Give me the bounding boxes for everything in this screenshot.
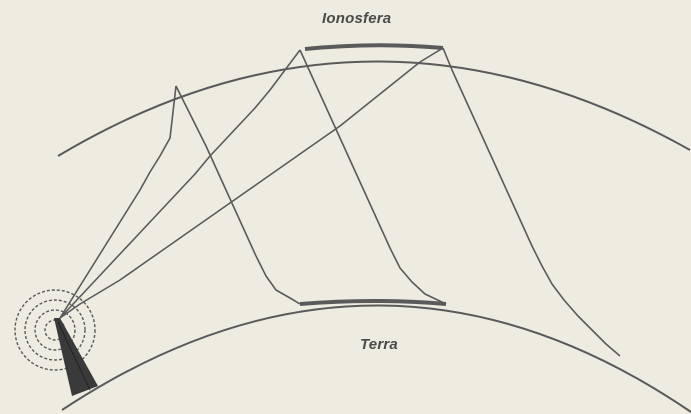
wave-path-1-down	[176, 86, 300, 304]
wave-path-1-up	[60, 86, 176, 318]
radio-antenna-icon	[15, 290, 98, 396]
wave-path-2-up	[60, 50, 300, 318]
wave-path-3-down	[443, 48, 620, 356]
ionosphere-arc	[58, 61, 690, 156]
ionosphere-label: Ionosfera	[322, 10, 391, 27]
earth-arc	[62, 305, 691, 412]
earth-label: Terra	[360, 336, 398, 353]
wave-path-2-down	[300, 50, 446, 304]
wave-path-3-up	[60, 48, 443, 318]
earth-reflection-segment	[300, 301, 446, 304]
ionosphere-reflection-segment	[305, 45, 443, 49]
